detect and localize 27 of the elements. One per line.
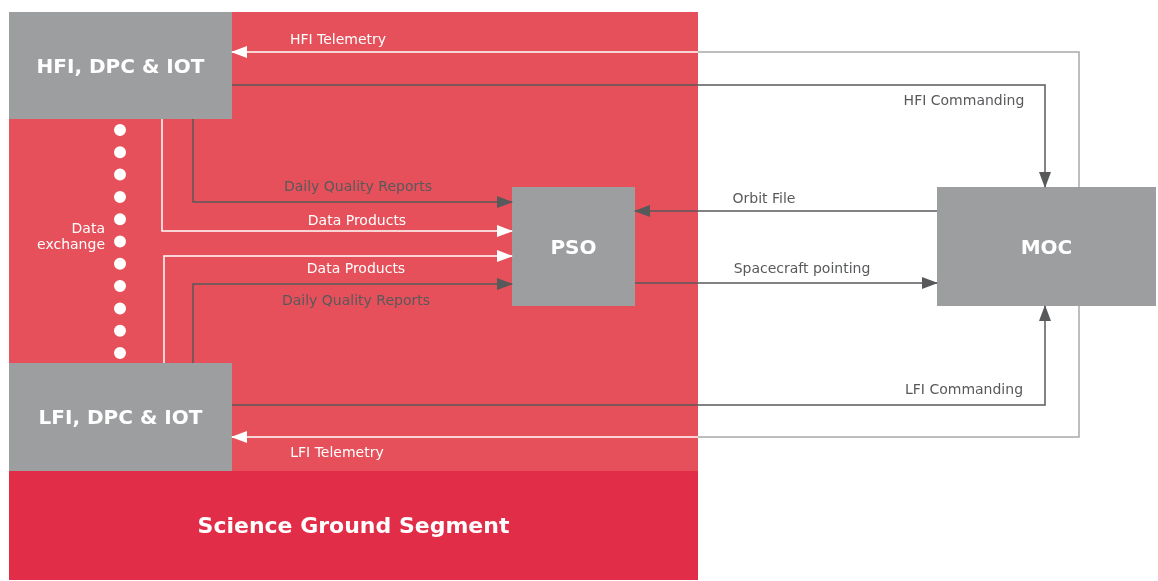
- edge-label: HFI Commanding: [903, 92, 1025, 108]
- edge-label: Spacecraft pointing: [733, 260, 871, 276]
- arrow: [192, 278, 513, 364]
- process-box: LFI, DPC & IOT: [9, 363, 232, 471]
- edge-label: Data exchange: [36, 220, 105, 252]
- arrow: [163, 250, 513, 364]
- process-box: PSO: [512, 187, 635, 306]
- arrow: [231, 305, 1051, 406]
- arrow: [634, 277, 938, 289]
- edge-label: Daily Quality Reports: [283, 178, 433, 194]
- segment-title: Science Ground Segment: [9, 471, 698, 580]
- process-box: MOC: [937, 187, 1156, 306]
- arrow: [161, 118, 513, 237]
- edge-label: LFI Telemetry: [290, 444, 384, 460]
- arrow: [231, 305, 1080, 443]
- edge-label: LFI Commanding: [905, 381, 1023, 397]
- arrow: [192, 118, 513, 208]
- arrow: [231, 84, 1051, 188]
- edge-label: Data Products: [306, 260, 406, 276]
- segment-region: [9, 12, 698, 580]
- edge-label: Daily Quality Reports: [281, 292, 431, 308]
- edge-label: Data Products: [307, 212, 407, 228]
- arrow: [634, 205, 938, 217]
- arrow: [231, 46, 1080, 188]
- edge-label: Orbit File: [732, 190, 796, 206]
- process-box: HFI, DPC & IOT: [9, 12, 232, 119]
- edge-label: HFI Telemetry: [289, 31, 387, 47]
